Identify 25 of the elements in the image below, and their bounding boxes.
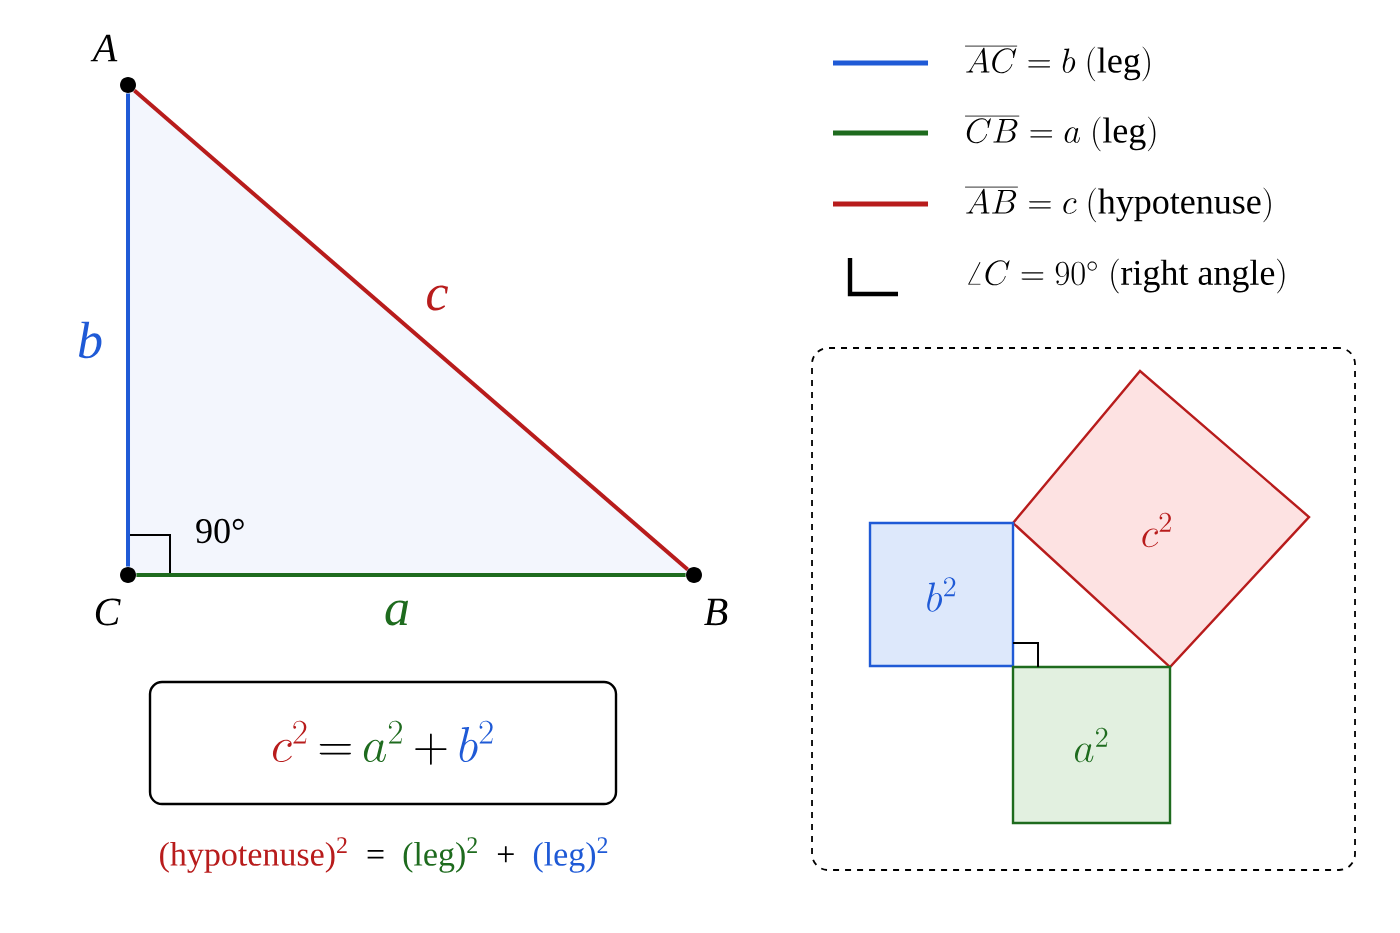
square: $b^{2}$ <box>868 521 1015 668</box>
formula-text: (hypotenuse)$^{2}$ <box>160 837 347 873</box>
formula-text: + <box>497 846 514 863</box>
legend-text: $\angle C = 90^{\circ}\ \mathrm{(right\ angle)}$ <box>968 258 1285 294</box>
angle-label: 90° <box>196 518 244 544</box>
edge-label: a <box>385 600 409 626</box>
node-label: C <box>95 598 121 626</box>
dashed-panel <box>811 347 1356 871</box>
square: $a^{2}$ <box>1011 665 1172 825</box>
legend-text: $\overline{AB} = c\ \mathrm{(hypotenuse)}$ <box>965 187 1271 223</box>
vertex-point: C <box>95 567 136 626</box>
triangle-side <box>126 93 130 567</box>
node-label: A <box>90 34 118 62</box>
edge-label: b <box>78 321 102 359</box>
formula-text: (leg)$^{2}$ <box>533 837 608 873</box>
triangle-side <box>136 573 686 577</box>
node-label: B <box>704 598 728 626</box>
formula-text: (leg)$^{2}$ <box>403 837 477 873</box>
vertex-point: A <box>90 34 136 93</box>
legend-text: $\overline{CB} = a\ \mathrm{(leg)}$ <box>965 116 1156 152</box>
edge-label: c <box>427 285 448 311</box>
vertex-point: B <box>686 567 728 626</box>
formula-text: = <box>367 849 384 859</box>
formula-box: $c^{2}$ $=$ $a^{2}$ $+$ $b^{2}$ <box>148 680 618 806</box>
legend-text: $\overline{AC} = b\ \mathrm{(leg)}$ <box>965 46 1150 82</box>
